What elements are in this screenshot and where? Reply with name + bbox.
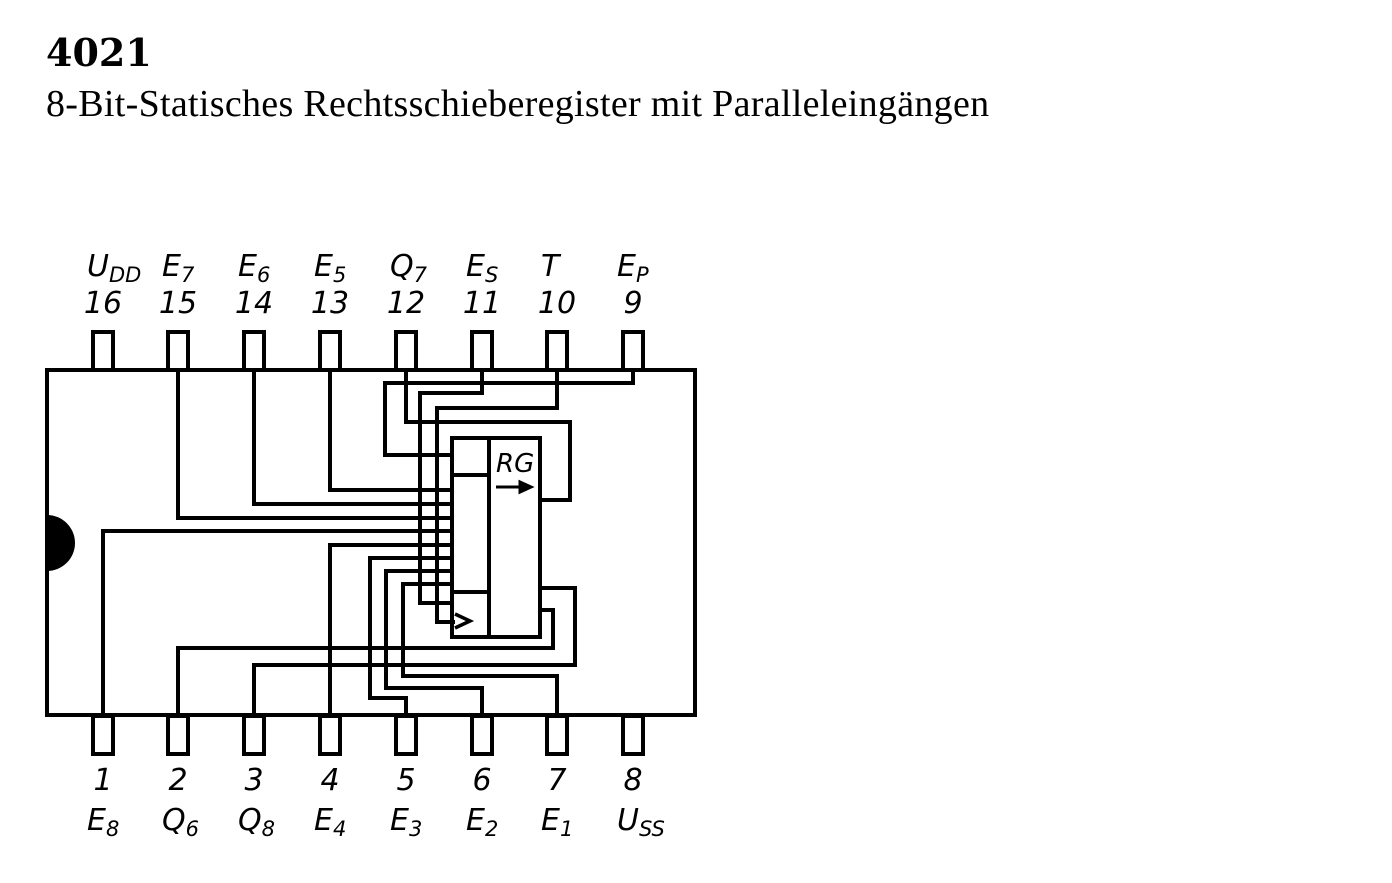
pin-lead	[242, 714, 266, 756]
pin-name: Q6	[162, 803, 199, 841]
pin-lead	[318, 714, 342, 756]
pin-name: E8	[87, 803, 119, 841]
pin-1: 1E8	[87, 714, 119, 841]
pin-2: 2Q6	[162, 714, 199, 841]
pin-number: 14	[235, 286, 273, 321]
pin-number: 3	[244, 763, 263, 798]
pin-name: UDD	[87, 249, 141, 287]
pin-lead	[166, 330, 190, 372]
pin-number: 4	[320, 763, 339, 798]
shift-right-arrow-icon	[496, 479, 535, 495]
pin-lead	[91, 714, 115, 756]
pin-lead	[394, 714, 418, 756]
pin-number: 9	[623, 286, 642, 321]
pin-number: 13	[311, 286, 349, 321]
pin-name: T	[541, 249, 562, 284]
pin-7: 7E1	[541, 714, 573, 841]
register-label: RG	[496, 449, 534, 479]
shift-register-block: RG	[450, 436, 542, 639]
part-number: 4021	[46, 30, 152, 75]
pin-lead	[545, 714, 569, 756]
pin-lead	[470, 330, 494, 372]
clock-triangle-icon	[454, 612, 475, 630]
pin-lead	[242, 330, 266, 372]
pin-number: 12	[387, 286, 425, 321]
pin-number: 8	[623, 763, 642, 798]
pin-lead	[318, 330, 342, 372]
pin-name: E4	[314, 803, 346, 841]
pin-10: 10T	[538, 249, 576, 372]
pin-number: 15	[159, 286, 197, 321]
chip-notch	[47, 515, 75, 571]
pin-number: 10	[538, 286, 576, 321]
pin-9: 9EP	[617, 249, 649, 372]
pin-name: Q8	[238, 803, 275, 841]
pin-number: 16	[84, 286, 122, 321]
pin-lead	[621, 330, 645, 372]
pin-name: E3	[390, 803, 422, 841]
pin-name: EP	[617, 249, 649, 287]
pin-number: 6	[472, 763, 491, 798]
pin-lead	[166, 714, 190, 756]
internal-wiring	[101, 372, 635, 714]
pin-lead	[394, 330, 418, 372]
pin-name: Q7	[390, 249, 428, 287]
pin-name: USS	[617, 803, 665, 841]
pin-lead	[545, 330, 569, 372]
pin-number: 5	[396, 763, 415, 798]
pin-name: ES	[466, 249, 498, 287]
pin-6: 6E2	[466, 714, 498, 841]
pin-name: E5	[314, 249, 346, 287]
pin-lead	[470, 714, 494, 756]
part-description: 8-Bit-Statisches Rechtsschieberegister m…	[46, 83, 990, 125]
pin-name: E1	[541, 803, 573, 841]
pin-number: 7	[547, 763, 566, 798]
pin-3: 3Q8	[238, 714, 275, 841]
pin-name: E2	[466, 803, 498, 841]
pin-number: 1	[93, 763, 112, 798]
pin-number: 11	[463, 286, 501, 321]
pin-number: 2	[168, 763, 187, 798]
pin-4: 4E4	[314, 714, 346, 841]
pin-lead	[621, 714, 645, 756]
pin-lead	[91, 330, 115, 372]
pin-name: E6	[238, 249, 270, 287]
pin-name: E7	[162, 249, 195, 287]
pin-5: 5E3	[390, 714, 422, 841]
